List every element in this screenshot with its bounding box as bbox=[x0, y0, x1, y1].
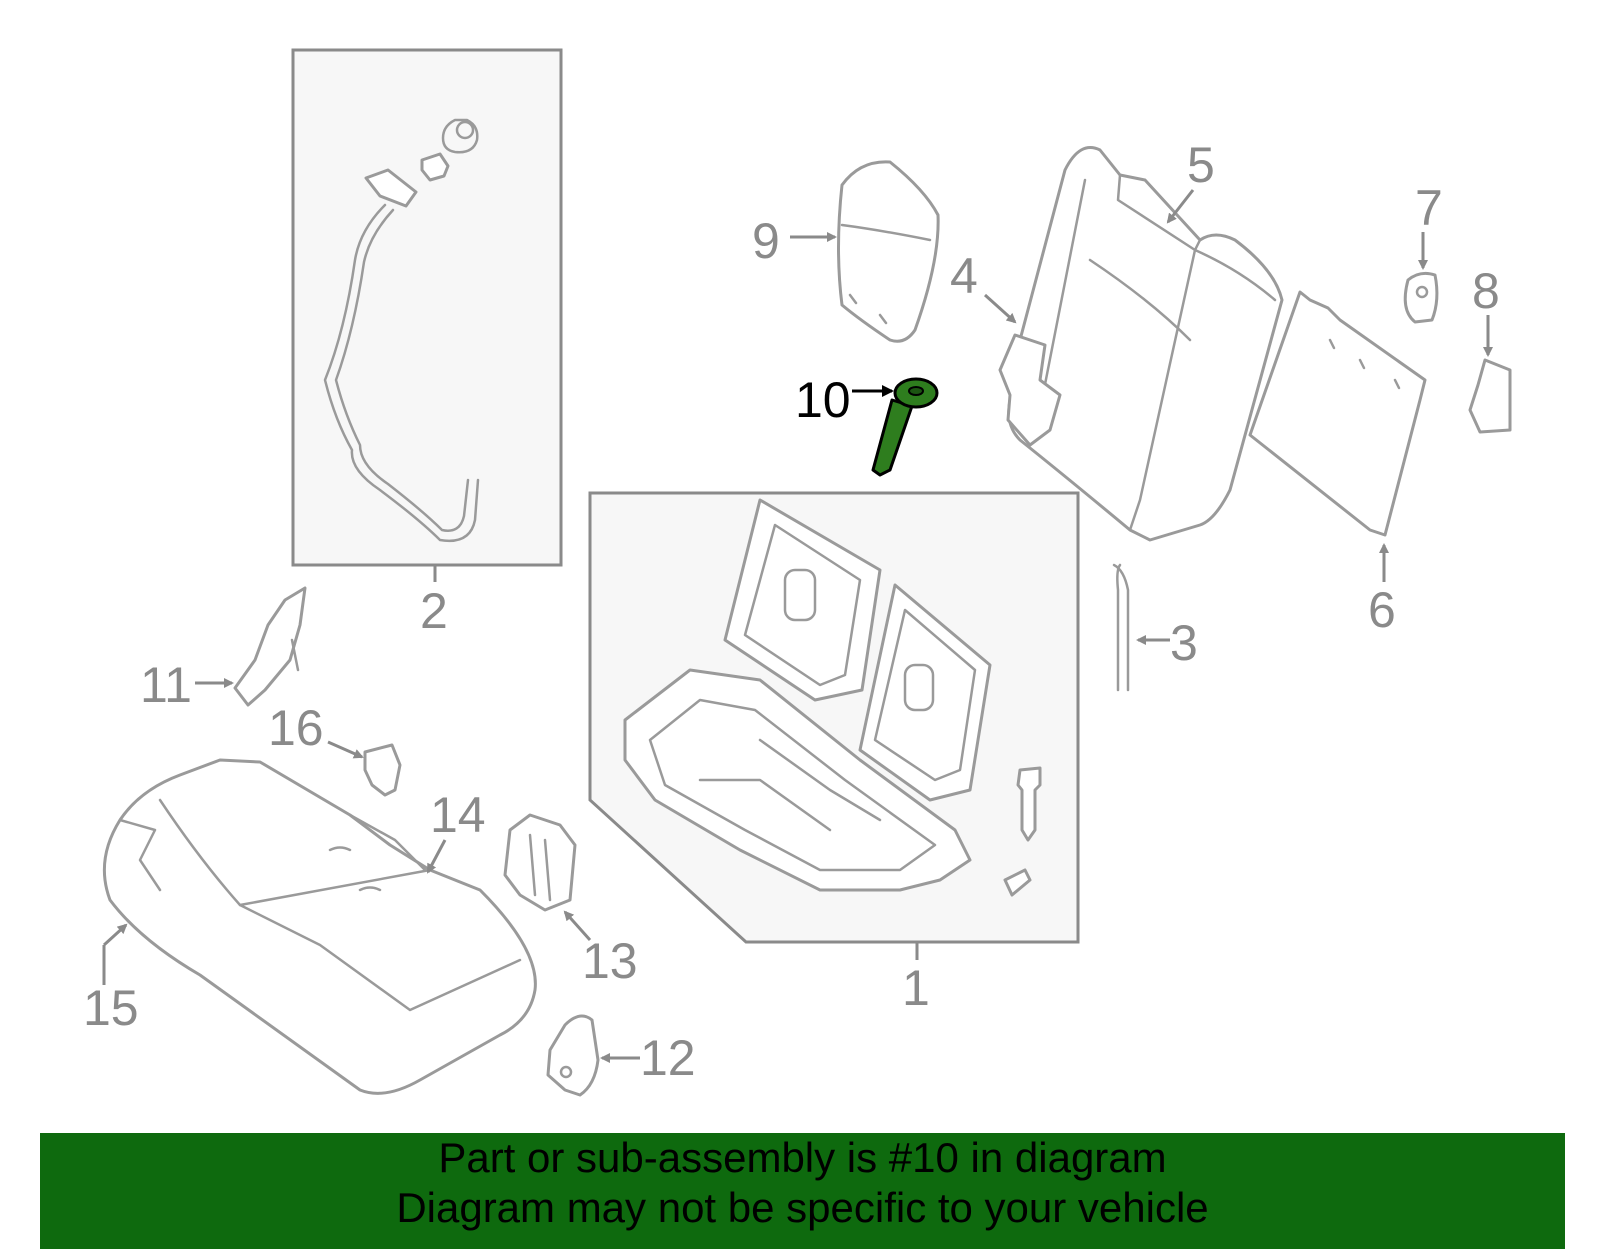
part-9-headrest bbox=[837, 160, 940, 343]
callout-6: 6 bbox=[1368, 582, 1396, 638]
part-2-cable-group bbox=[291, 48, 563, 582]
part-6-back-panel bbox=[1248, 290, 1427, 537]
callout-13: 13 bbox=[582, 933, 638, 989]
callout-3: 3 bbox=[1170, 615, 1198, 671]
part-4-seatback-frame bbox=[998, 333, 1062, 447]
banner-line-part: Part or sub-assembly is #10 in diagram bbox=[438, 1134, 1167, 1181]
callout-16: 16 bbox=[268, 700, 324, 756]
part-2-box bbox=[291, 48, 563, 567]
callout-8: 8 bbox=[1472, 263, 1500, 319]
banner-line-disclaimer: Diagram may not be specific to your vehi… bbox=[396, 1184, 1209, 1231]
part-12-cover bbox=[546, 1014, 600, 1097]
part-1-seat-frame-group bbox=[588, 491, 1080, 944]
callout-5: 5 bbox=[1187, 137, 1215, 193]
info-banner: Part or sub-assembly is #10 in diagram D… bbox=[40, 1133, 1565, 1249]
parts-diagram: 2 9 10 5 4 6 7 bbox=[83, 48, 1512, 1097]
callout-7: 7 bbox=[1415, 180, 1443, 236]
part-15-seat-cushion bbox=[102, 758, 537, 1095]
part-10-bolt-highlighted bbox=[871, 377, 939, 477]
callout-9: 9 bbox=[752, 213, 780, 269]
part-13-cover bbox=[503, 813, 577, 912]
part-8-bracket bbox=[1468, 358, 1512, 434]
part-5-seatback bbox=[1007, 146, 1284, 542]
callout-10: 10 bbox=[795, 372, 851, 428]
callout-14: 14 bbox=[430, 787, 486, 843]
callout-12: 12 bbox=[640, 1030, 696, 1086]
callout-4: 4 bbox=[950, 248, 978, 304]
callout-15: 15 bbox=[83, 980, 139, 1036]
callout-1: 1 bbox=[902, 960, 930, 1016]
callout-2: 2 bbox=[420, 583, 448, 639]
part-16-cap bbox=[363, 743, 402, 797]
part-14-cushion-trim bbox=[348, 813, 427, 872]
part-7-clip bbox=[1403, 271, 1439, 324]
part-11-bracket bbox=[233, 586, 307, 707]
part-3-rod bbox=[1112, 563, 1130, 692]
callout-11: 11 bbox=[140, 657, 192, 713]
